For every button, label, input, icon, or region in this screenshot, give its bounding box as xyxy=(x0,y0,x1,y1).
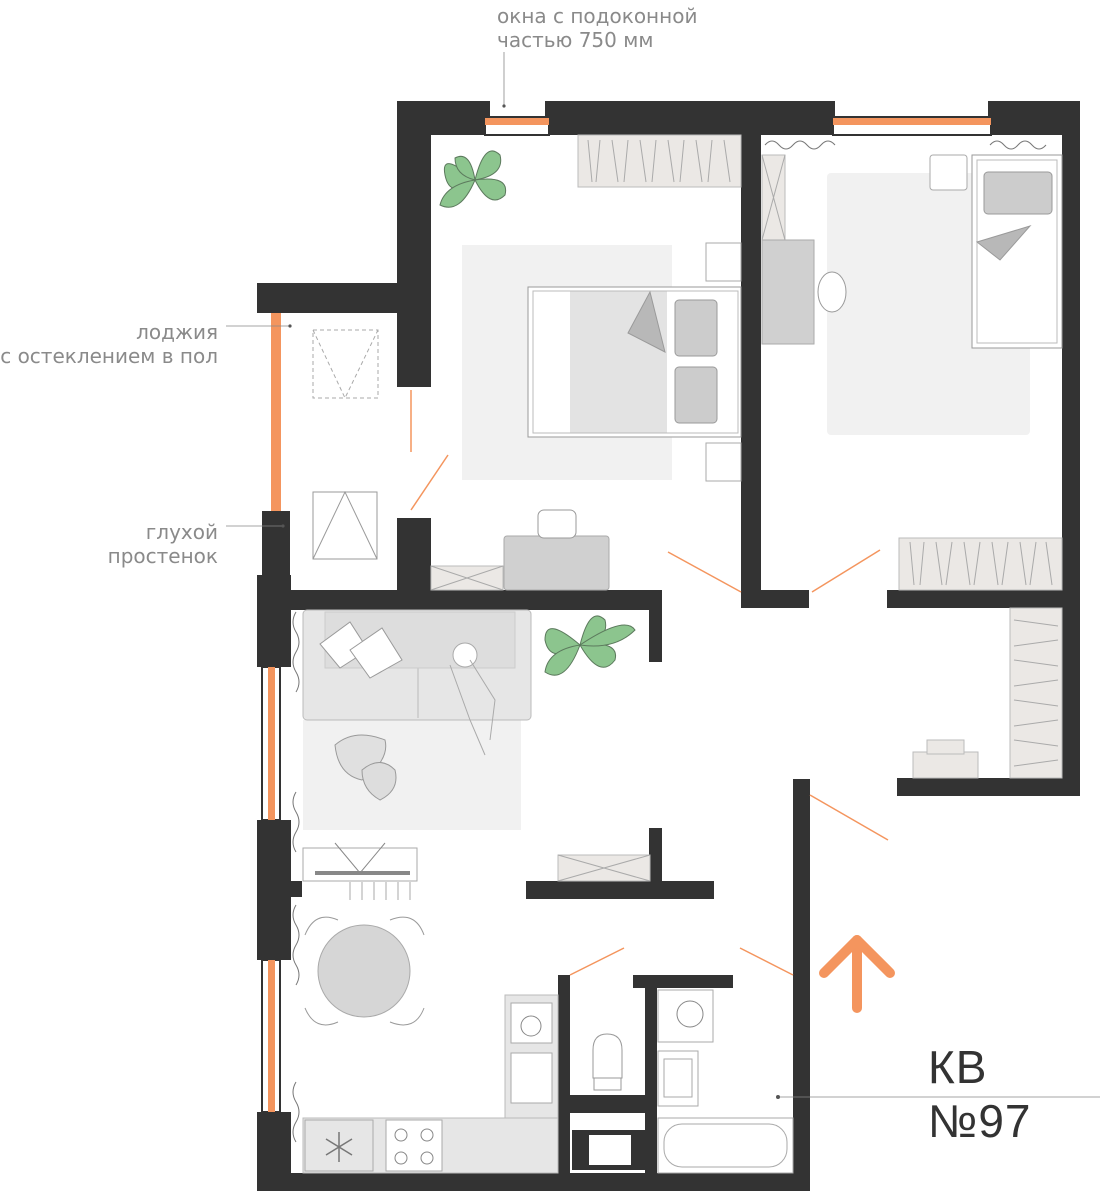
wall-divider-foot xyxy=(741,590,809,608)
plants xyxy=(439,150,636,676)
kids-chair xyxy=(817,271,847,313)
windows-note: окна с подоконной частью 750 мм xyxy=(497,4,697,52)
leader-lines xyxy=(226,52,1100,1098)
wall-bottom xyxy=(257,1173,810,1191)
wall-living-partition xyxy=(526,881,714,899)
wall-bedroom-bottom xyxy=(257,590,662,610)
dining-chair-2 xyxy=(389,916,425,936)
person xyxy=(452,642,478,668)
loggia-note-line2: с остеклением в пол xyxy=(0,344,218,368)
wall-top-bedroom-mid xyxy=(545,101,835,135)
washing-machine xyxy=(657,989,714,1043)
wall-wc-right xyxy=(645,975,657,1191)
wall-living-kitchen xyxy=(290,881,302,897)
windows-note-line1: окна с подоконной xyxy=(497,4,698,28)
wall-closet-bottom xyxy=(897,778,1080,796)
kitchen-curtain xyxy=(292,904,300,1143)
wall-kids-bottom xyxy=(887,590,1080,608)
loggia-glazing xyxy=(271,313,281,511)
wall-entrance-right xyxy=(793,779,810,1191)
tv-stand xyxy=(302,847,418,882)
door-swings xyxy=(410,390,889,976)
kids-stool xyxy=(929,154,968,191)
wall-bath-top xyxy=(633,975,733,988)
walls xyxy=(257,101,1080,1191)
living-room-rug xyxy=(303,720,521,830)
single-bed-pillow xyxy=(983,171,1053,215)
kids-curtain xyxy=(764,140,1047,150)
bathtub xyxy=(657,1117,794,1174)
wall-left-2 xyxy=(257,820,291,960)
furniture xyxy=(292,134,1063,1174)
dining-chair-4 xyxy=(389,1007,425,1026)
wall-bedroom-left-lower xyxy=(397,518,431,590)
apartment-number: КВ №97 xyxy=(928,1041,1032,1147)
stove xyxy=(385,1119,443,1172)
cushion-2 xyxy=(349,627,403,679)
wall-bedrooms-divider xyxy=(741,101,761,606)
wall-wc-left xyxy=(558,975,570,1191)
wall-left-1 xyxy=(257,575,291,667)
loggia-table xyxy=(312,491,378,560)
kids-dresser xyxy=(898,537,1063,591)
arrow-up-icon xyxy=(819,935,895,1013)
solid-wall-note-line1: глухой xyxy=(145,520,218,544)
living-curtain xyxy=(292,611,300,853)
bedroom-wardrobe xyxy=(577,134,742,188)
toilet xyxy=(592,1033,623,1079)
solid-wall-note-line2: простенок xyxy=(107,544,218,568)
wall-bedroom-bottom-stub xyxy=(649,590,662,662)
plant-living xyxy=(544,615,636,676)
kids-desk xyxy=(761,239,815,345)
windows xyxy=(261,116,992,1113)
pillow-1 xyxy=(674,299,718,357)
windows-note-line2: частью 750 мм xyxy=(497,28,654,52)
snowflake-icon xyxy=(325,1132,353,1162)
bedroom-chair xyxy=(537,509,577,539)
wall-bedroom-left-upper xyxy=(397,101,431,387)
nightstand-2 xyxy=(705,442,742,482)
loggia-chair xyxy=(312,329,379,399)
dining-table xyxy=(317,924,411,1018)
dining-chair-1 xyxy=(304,916,339,936)
bedroom-desk xyxy=(503,535,610,591)
wall-wc-bottom xyxy=(558,1095,657,1113)
dining-chair-3 xyxy=(304,1007,339,1026)
hall-wardrobe xyxy=(1009,607,1063,779)
wall-living-stub xyxy=(649,828,662,888)
coffee-table-2 xyxy=(361,762,397,801)
wall-right-outer xyxy=(1062,101,1080,796)
wall-loggia-top xyxy=(257,283,431,313)
plant-bedroom xyxy=(439,150,507,208)
loggia-note-line1: лоджия xyxy=(136,320,218,344)
solid-wall-note: глухой простенок xyxy=(60,520,218,568)
loggia-note: лоджия с остеклением в пол xyxy=(0,320,218,368)
pillow-2 xyxy=(674,366,718,424)
radiator xyxy=(349,882,411,900)
hall-bench xyxy=(912,751,979,779)
nightstand-1 xyxy=(705,242,742,282)
